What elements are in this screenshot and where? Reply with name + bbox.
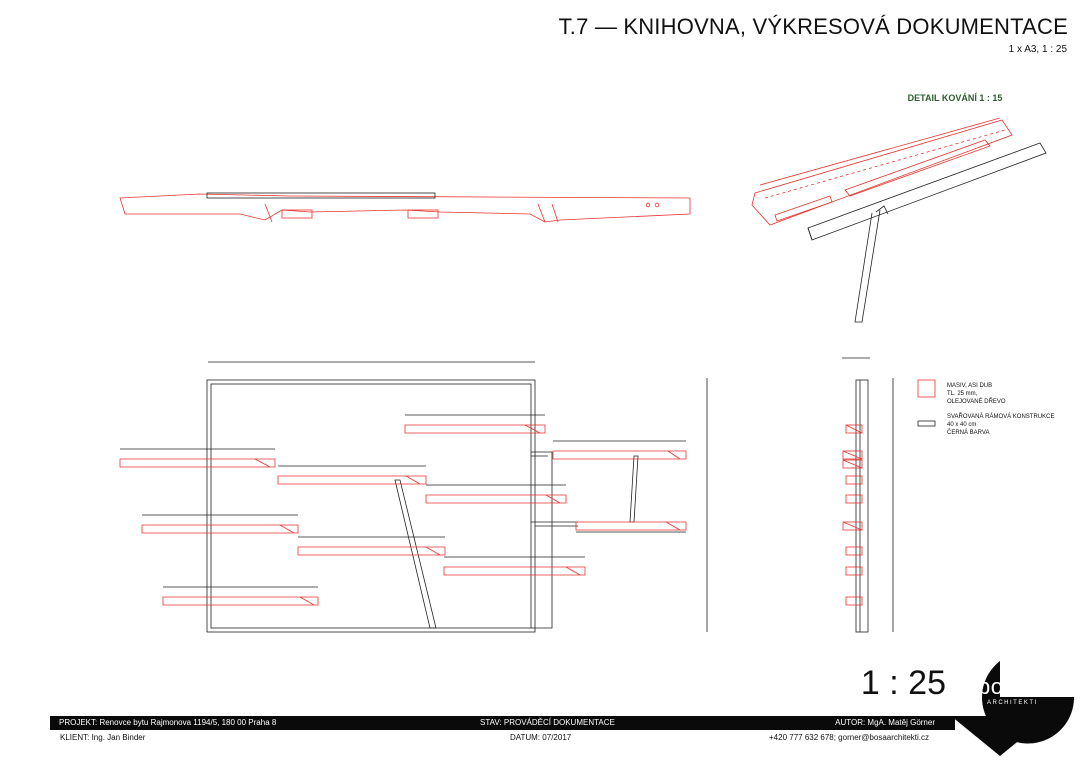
shelf — [425, 494, 567, 504]
plan-frame-bar — [206, 192, 436, 199]
detail-shelf-edge — [759, 117, 1001, 186]
sheet-title: T.7 — KNIHOVNA, VÝKRESOVÁ DOKUMENTACE — [558, 14, 1068, 39]
legend-frame-line: SVAŘOVANÁ RÁMOVÁ KONSTRUKCE — [947, 414, 1055, 420]
shelf — [297, 546, 446, 556]
detail-slot — [844, 139, 991, 197]
plan-joint — [537, 203, 546, 223]
plan-shelf-block — [407, 209, 439, 219]
legend-wood-line: MASIV, ASI DUB — [947, 383, 993, 389]
logo-triangle — [951, 716, 1049, 756]
shelf — [162, 596, 319, 606]
side-shelf — [842, 459, 863, 469]
side-shelf — [845, 494, 863, 504]
front-elevation — [119, 361, 708, 633]
legend-wood-line: OLEJOVANÉ DŘEVO — [947, 399, 1006, 405]
date-text: DATUM: 07/2017 — [510, 733, 572, 742]
client-text: KLIENT: Ing. Jan Binder — [60, 733, 146, 742]
bosa-logo — [951, 661, 1075, 756]
frame-right-ext — [531, 451, 553, 629]
plan-hole — [645, 202, 651, 208]
legend-swatch-wood — [917, 379, 936, 398]
detail-slot — [774, 195, 833, 222]
title-block-bar: PROJEKT: Renovce bytu Rajmonova 1194/5, … — [50, 716, 955, 730]
side-elevation — [842, 357, 894, 633]
legend-frame-line: ČERNÁ BARVA — [947, 430, 990, 436]
shelf — [141, 524, 299, 534]
sheet-scale-note: 1 x A3, 1 : 25 — [1008, 44, 1067, 55]
side-shelf — [845, 475, 863, 485]
legend-swatch-frame — [917, 420, 936, 427]
status-text: STAV: PROVÁDĚCÍ DOKUMENTACE — [480, 718, 615, 727]
frame-inner — [210, 383, 532, 629]
project-text: PROJEKT: Renovce bytu Rajmonova 1194/5, … — [59, 718, 277, 727]
detail-shelf — [751, 119, 1013, 226]
detail-frame-edge — [807, 227, 813, 241]
legend-frame: SVAŘOVANÁ RÁMOVÁ KONSTRUKCE 40 x 40 cm Č… — [947, 413, 1077, 437]
shelf — [443, 566, 586, 576]
shelf — [404, 424, 546, 434]
shelves — [119, 414, 687, 606]
shelf — [575, 521, 687, 531]
contact-text: +420 777 632 678; gorner@bosaarchitekti.… — [769, 733, 930, 742]
detail-frame-beam — [807, 142, 1047, 241]
shelf — [119, 458, 276, 468]
plan-joint — [264, 203, 273, 223]
legend-wood-line: TL. 25 mm, — [947, 391, 978, 397]
side-shelf — [845, 596, 863, 606]
plan-shelf-block — [281, 209, 313, 219]
author-text: AUTOR: MgA. Matěj Görner — [835, 718, 935, 727]
shelf — [277, 475, 427, 485]
side-shelf — [842, 521, 863, 531]
detail-frame-leg-b — [875, 205, 889, 215]
frame-diagonal-right — [629, 455, 639, 523]
detail-shelf-edge — [764, 129, 1006, 199]
logo-name: bosa — [978, 674, 1028, 699]
shelf — [552, 450, 687, 460]
side-shelves — [842, 424, 863, 606]
plan-hole — [654, 202, 660, 208]
plan-shelf-outline — [119, 193, 691, 223]
side-shelf — [845, 566, 863, 576]
legend-wood: MASIV, ASI DUB TL. 25 mm, OLEJOVANÉ DŘEV… — [947, 382, 1057, 406]
side-shelf — [842, 450, 863, 460]
detail-title: DETAIL KOVÁNÍ 1 : 15 — [907, 93, 1003, 103]
plan-view — [119, 192, 691, 223]
detail-frame-leg — [854, 209, 881, 323]
legend-frame-line: 40 x 40 cm — [947, 422, 977, 428]
detail-view — [751, 117, 1047, 323]
frame-diagonal — [394, 479, 437, 629]
side-shelf — [845, 424, 863, 434]
drawing-scale: 1 : 25 — [860, 664, 946, 702]
logo-subtitle: ARCHITEKTI — [987, 700, 1038, 706]
plan-joint — [551, 203, 559, 223]
side-frame — [855, 379, 869, 633]
side-shelf — [845, 546, 863, 556]
frame-outer — [206, 379, 536, 633]
